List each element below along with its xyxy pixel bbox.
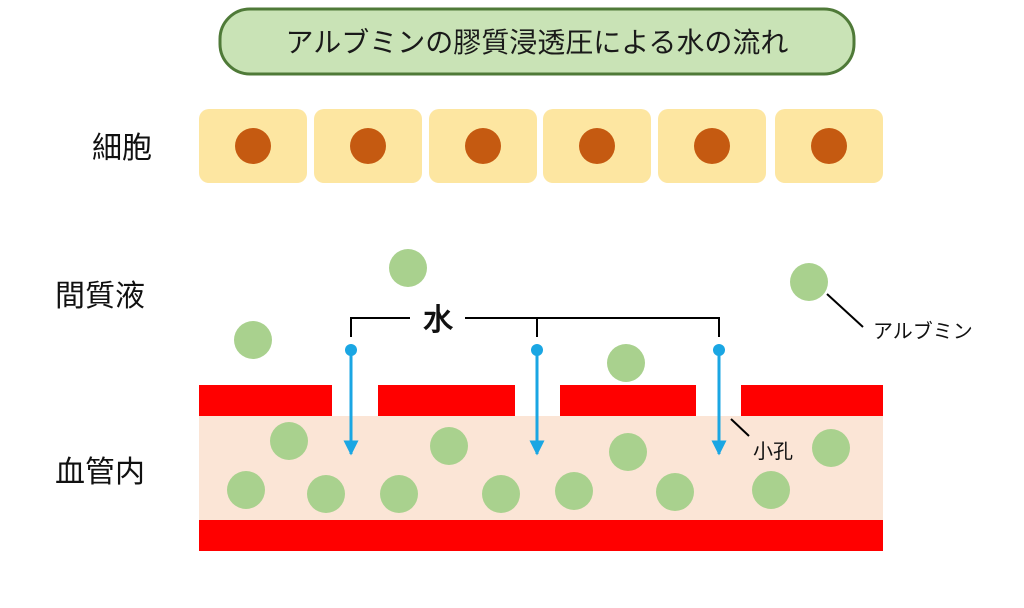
- albumin-particle: [380, 475, 418, 513]
- albumin-particle: [812, 429, 850, 467]
- label-cells: 細胞: [92, 131, 152, 166]
- cell-nucleus: [235, 128, 271, 164]
- albumin-particle: [234, 321, 272, 359]
- cell: [429, 109, 537, 183]
- cell-nucleus: [579, 128, 615, 164]
- cell: [658, 109, 766, 183]
- title-text: アルブミンの膠質浸透圧による水の流れ: [286, 26, 789, 59]
- albumin-particle: [482, 475, 520, 513]
- intravascular-albumin-group: [227, 422, 850, 513]
- water-arrow: [529, 344, 545, 456]
- water-arrow: [343, 344, 359, 456]
- albumin-callout: アルブミン: [826, 293, 973, 343]
- water-arrow: [711, 344, 727, 456]
- cell: [775, 109, 883, 183]
- label-interstitial-fluid: 間質液: [55, 279, 145, 314]
- wall-segment: [378, 385, 515, 416]
- cell-nucleus: [350, 128, 386, 164]
- albumin-label: アルブミン: [873, 319, 973, 343]
- cell-row: [199, 109, 883, 183]
- vessel-wall-top: [199, 385, 883, 416]
- wall-segment: [560, 385, 696, 416]
- albumin-leader-line: [826, 293, 864, 328]
- cell-nucleus: [811, 128, 847, 164]
- albumin-particle: [609, 433, 647, 471]
- cell-nucleus: [694, 128, 730, 164]
- albumin-particle: [389, 249, 427, 287]
- albumin-particle: [607, 344, 645, 382]
- water-label: 水: [423, 303, 454, 338]
- albumin-particle: [307, 475, 345, 513]
- vessel-wall-bottom: [199, 520, 883, 551]
- pore-leader-line: [730, 418, 750, 437]
- interstitial-albumin-group: [234, 249, 828, 382]
- water-arrows: [343, 344, 727, 456]
- albumin-particle: [430, 427, 468, 465]
- cell: [199, 109, 307, 183]
- albumin-particle: [227, 471, 265, 509]
- cell: [543, 109, 651, 183]
- pore-label: 小孔: [753, 439, 793, 463]
- cell: [314, 109, 422, 183]
- albumin-particle: [555, 472, 593, 510]
- albumin-particle: [270, 422, 308, 460]
- label-intravascular: 血管内: [55, 455, 145, 490]
- water-bracket: 水: [350, 303, 720, 338]
- albumin-particle: [790, 263, 828, 301]
- wall-segment: [741, 385, 883, 416]
- cell-nucleus: [465, 128, 501, 164]
- albumin-particle: [752, 471, 790, 509]
- title-box: アルブミンの膠質浸透圧による水の流れ: [218, 7, 856, 76]
- pore-callout: 小孔: [730, 418, 793, 463]
- wall-segment: [199, 385, 332, 416]
- albumin-particle: [656, 473, 694, 511]
